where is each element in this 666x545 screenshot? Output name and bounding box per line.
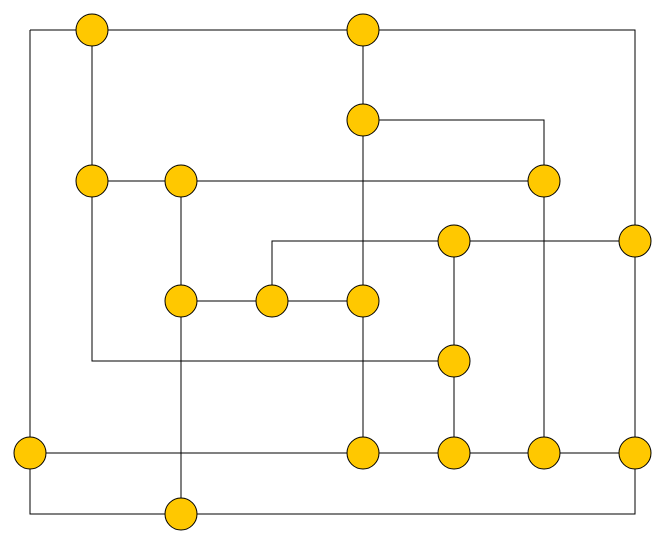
graph-node-9 (164, 284, 198, 318)
graph-edge-14 (271, 240, 454, 301)
graph-edge-25 (29, 30, 181, 515)
graph-node-2 (346, 13, 380, 47)
graph-edge-10 (91, 181, 454, 362)
graph-node-6 (527, 164, 561, 198)
graph-node-7 (437, 224, 471, 258)
graph-node-18 (164, 497, 198, 531)
graph-node-3 (346, 103, 380, 137)
graph-node-11 (346, 284, 380, 318)
node-layer (13, 13, 652, 531)
graph-edge-6 (363, 119, 545, 181)
graph-node-13 (13, 436, 47, 470)
graph-node-8 (618, 224, 652, 258)
graph-node-16 (527, 436, 561, 470)
graph-node-15 (437, 436, 471, 470)
graph-node-17 (618, 436, 652, 470)
graph-edge-26 (181, 453, 636, 515)
graph-node-4 (75, 164, 109, 198)
graph-node-12 (437, 344, 471, 378)
graph-edge-3 (363, 29, 636, 241)
graph-node-1 (75, 13, 109, 47)
graph-node-5 (164, 164, 198, 198)
graph-node-14 (346, 436, 380, 470)
graph-node-10 (255, 284, 289, 318)
